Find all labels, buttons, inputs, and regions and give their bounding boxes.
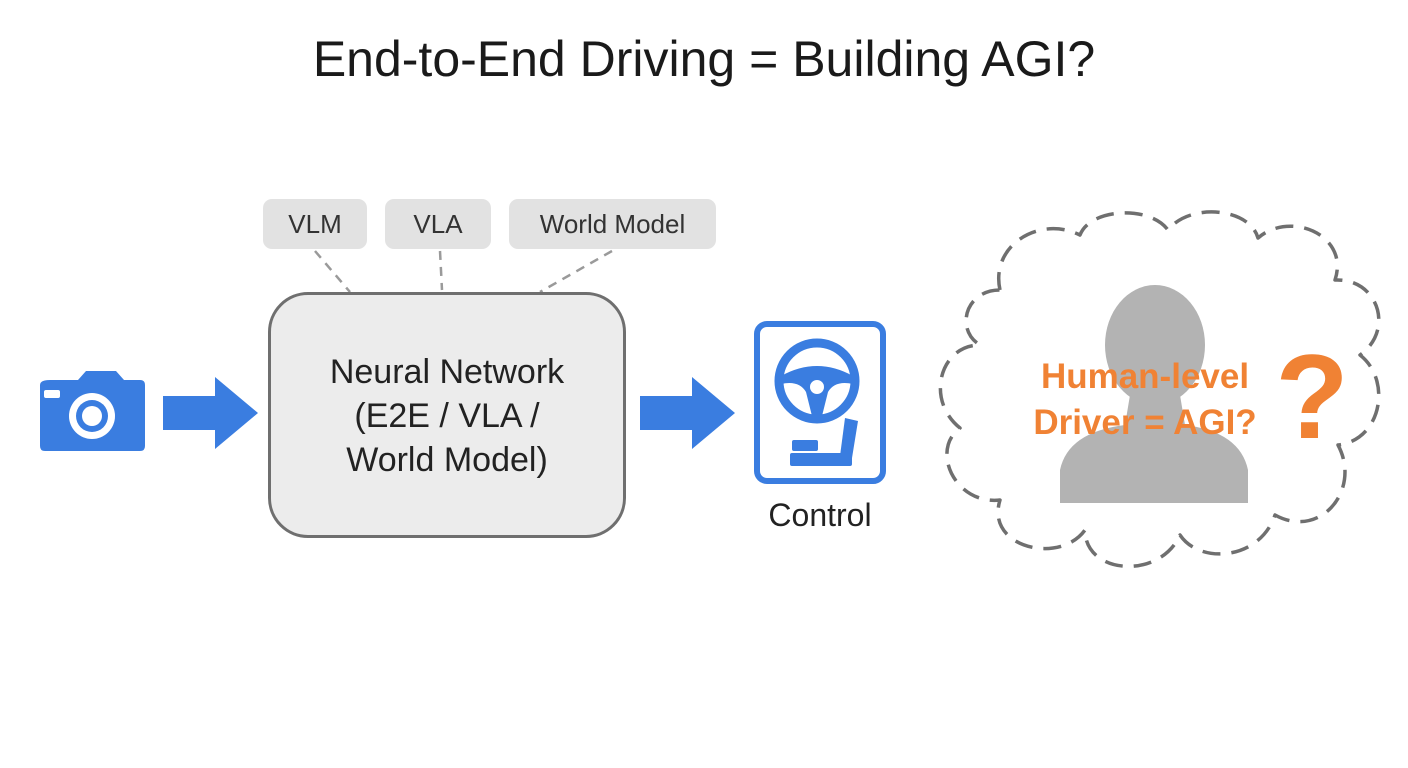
tag-world-model: World Model	[509, 199, 716, 249]
neural-network-label: Neural Network (E2E / VLA / World Model)	[268, 350, 626, 482]
neural-network-line-1: Neural Network	[329, 353, 565, 391]
neural-network-box	[268, 292, 626, 538]
human-text-line-2: Driver = AGI?	[1033, 403, 1257, 442]
person-silhouette-icon	[1060, 285, 1248, 503]
tag-connectors	[314, 249, 613, 294]
arrow-network-to-control	[640, 377, 735, 449]
arrow-input-to-network	[163, 377, 258, 449]
neural-network-line-2: (E2E / VLA /	[354, 397, 540, 435]
tag-vla: VLA	[385, 199, 491, 249]
question-mark: ?	[1275, 330, 1348, 464]
thought-cloud	[938, 210, 1381, 568]
steering-wheel-pedals-icon	[754, 321, 886, 484]
diagram-title: End-to-End Driving = Building AGI?	[312, 31, 1096, 87]
connector-world-model	[539, 249, 613, 294]
neural-network-line-3: World Model)	[346, 441, 548, 479]
connector-vlm	[314, 250, 351, 293]
human-text-line-1: Human-level	[1040, 357, 1250, 396]
camera-icon	[40, 371, 145, 451]
control-label: Control	[768, 497, 872, 533]
human-level-driver-text: Human-level Driver = AGI?	[990, 354, 1300, 446]
connector-vla	[438, 250, 444, 291]
tag-vlm: VLM	[263, 199, 367, 249]
